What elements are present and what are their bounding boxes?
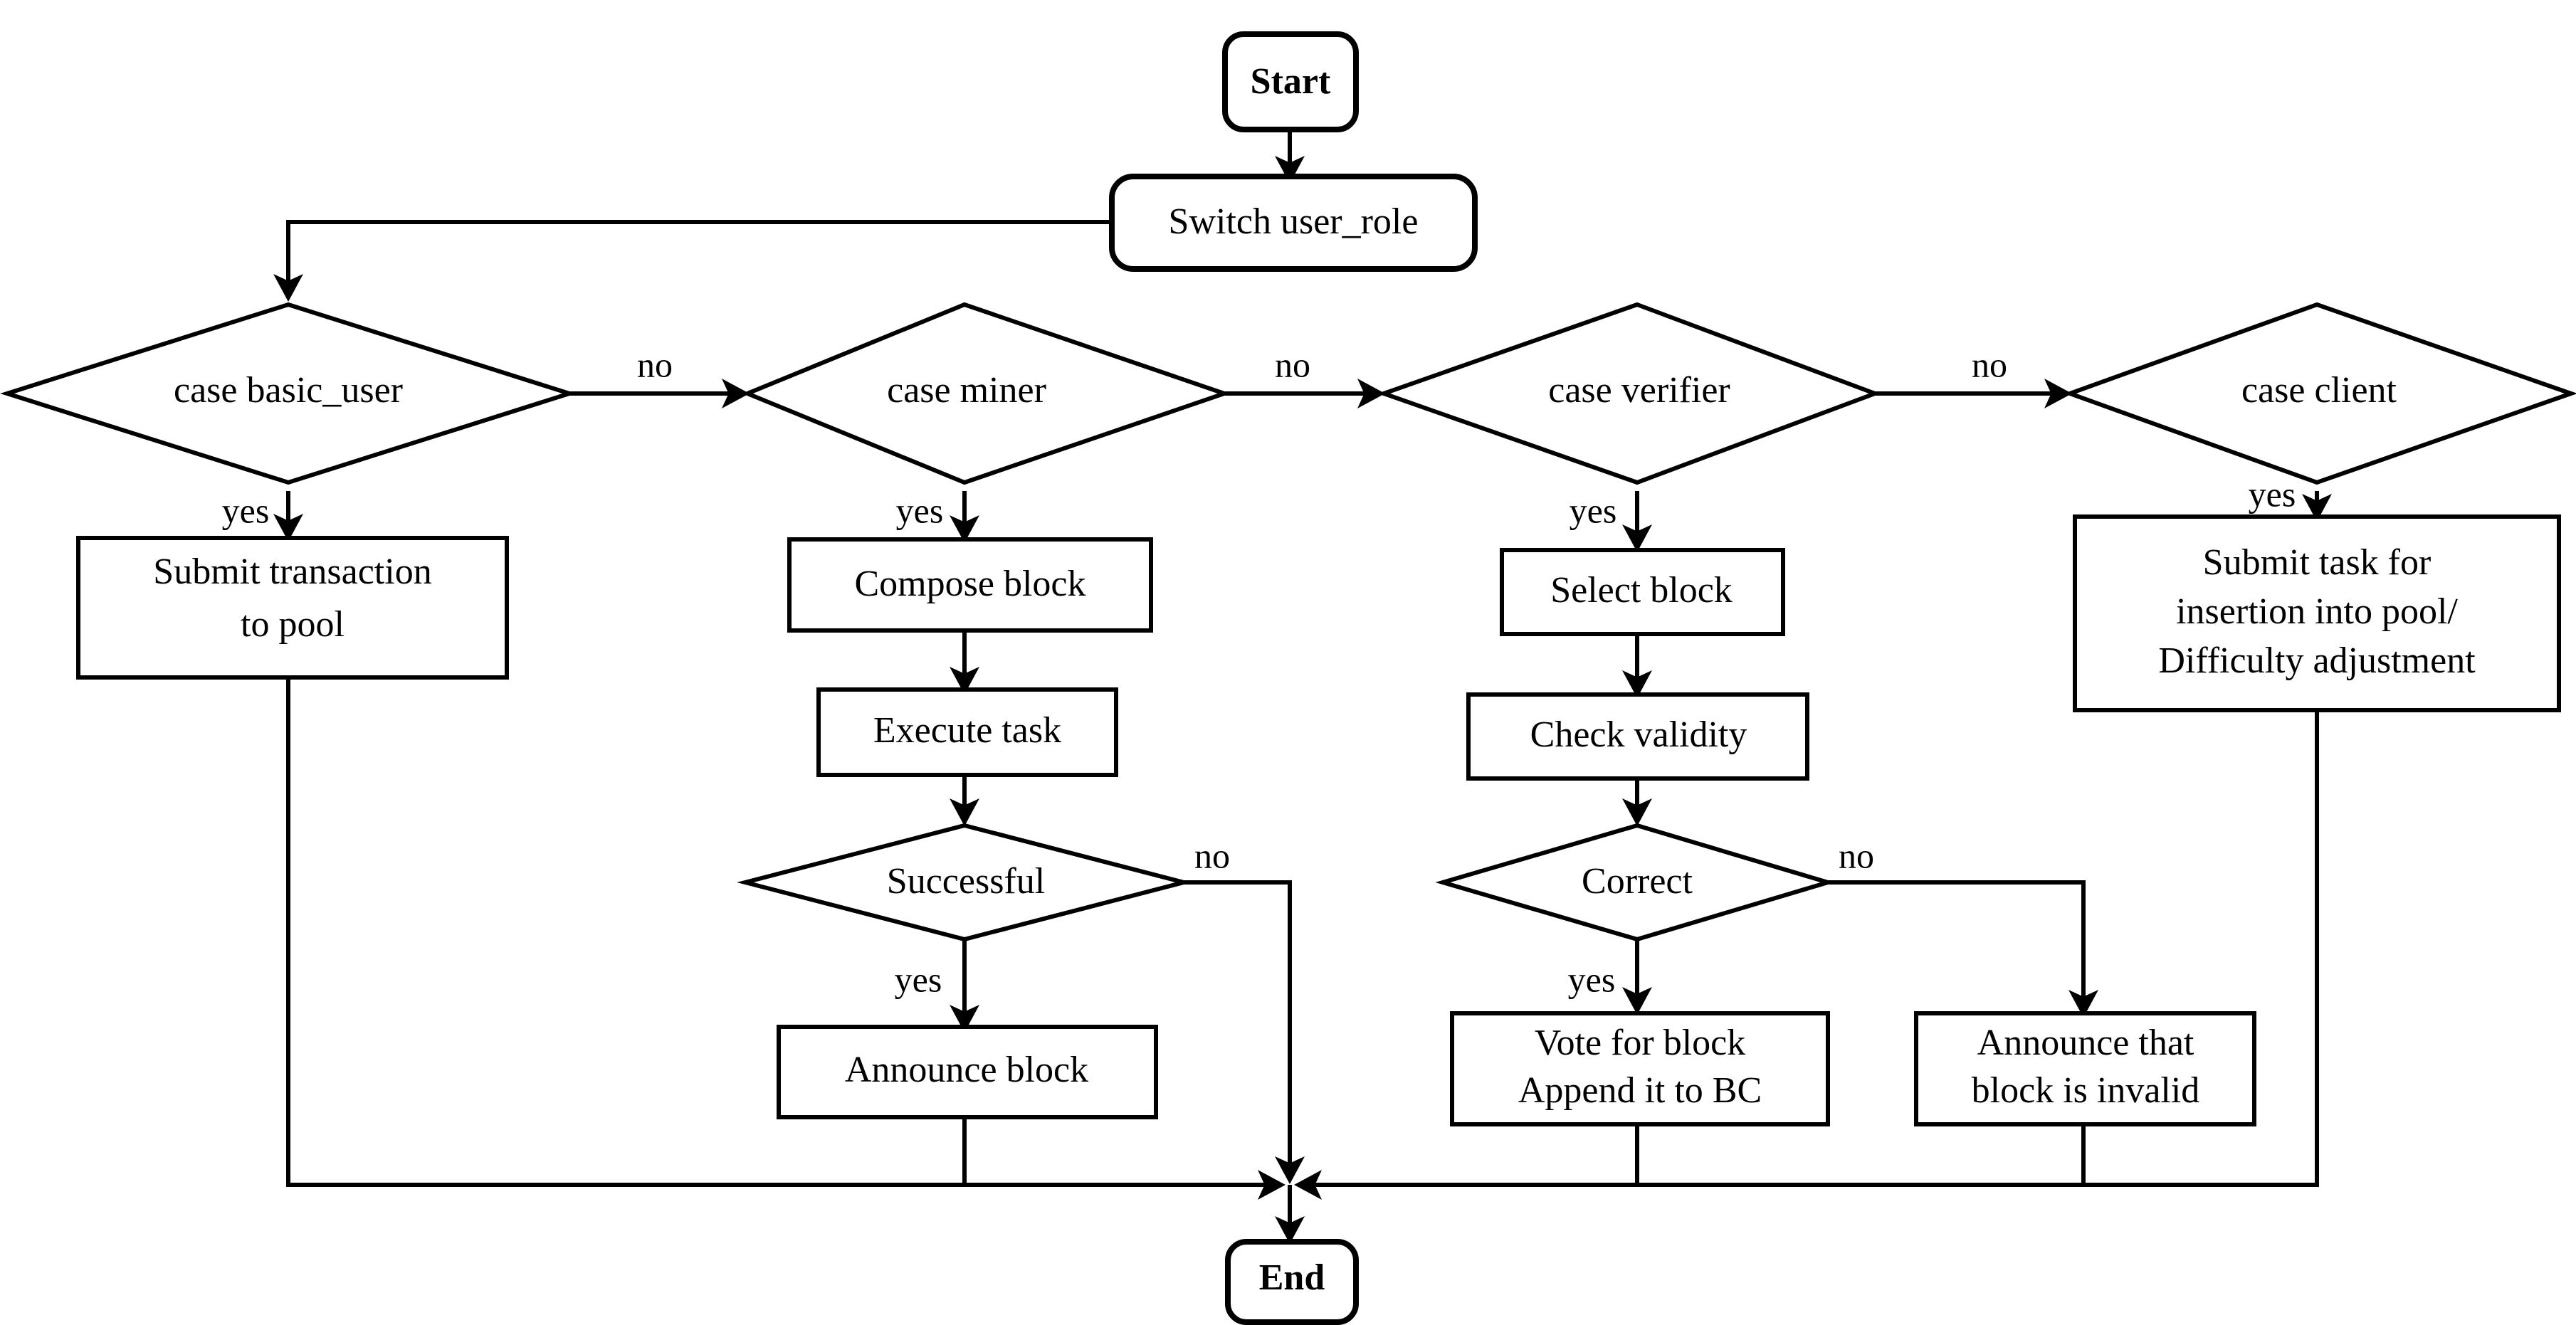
check-validity-label: Check validity bbox=[1530, 714, 1747, 755]
node-switch-user-role[interactable]: Switch user_role bbox=[1109, 174, 1478, 272]
submit-transaction-shape bbox=[76, 536, 509, 680]
check-validity-shape bbox=[1466, 692, 1809, 781]
execute-task-label: Execute task bbox=[873, 710, 1061, 751]
switch-label-plain: Switch bbox=[1169, 201, 1281, 242]
announce-invalid-line-1: Announce that bbox=[1977, 1023, 2194, 1063]
node-case-client[interactable]: case client bbox=[2064, 302, 2576, 485]
vote-for-block-shape bbox=[1450, 1011, 1830, 1126]
case-client-label: case client bbox=[2241, 370, 2397, 411]
node-case-verifier[interactable]: case verifier bbox=[1377, 302, 1881, 485]
case-verifier-italic: verifier bbox=[1621, 370, 1730, 411]
edge-label-basic-user-no: no bbox=[637, 344, 673, 384]
submit-transaction-line-2: to pool bbox=[241, 604, 345, 645]
edge-submit-task-to-bottom-bus bbox=[1294, 712, 2319, 1200]
vote-for-block-line-1: Vote for block bbox=[1535, 1023, 1746, 1063]
switch-label: Switch user_role bbox=[1169, 201, 1419, 242]
submit-task-line-3: Difficulty adjustment bbox=[2158, 640, 2476, 681]
node-select-block[interactable]: Select block bbox=[1500, 548, 1785, 636]
node-execute-task[interactable]: Execute task bbox=[816, 687, 1118, 777]
announce-invalid-line-2: block is invalid bbox=[1972, 1070, 2200, 1111]
start-shape bbox=[1222, 31, 1359, 132]
submit-task-shape bbox=[2073, 514, 2561, 712]
node-correct[interactable]: Correct bbox=[1435, 823, 1836, 942]
node-start[interactable]: Start bbox=[1222, 31, 1359, 132]
case-verifier-label: case verifier bbox=[1548, 370, 1730, 411]
node-end[interactable]: End bbox=[1225, 1239, 1359, 1325]
edge-label-verifier-no: no bbox=[1972, 344, 2007, 384]
node-announce-block[interactable]: Announce block bbox=[777, 1025, 1158, 1119]
edge-label-miner-no: no bbox=[1275, 344, 1310, 384]
compose-block-shape bbox=[787, 537, 1153, 633]
edge-correct-no-to-announce-invalid bbox=[1828, 880, 2098, 1018]
start-label: Start bbox=[1251, 61, 1331, 102]
edge-label-basic-user-yes: yes bbox=[222, 490, 270, 530]
correct-label: Correct bbox=[1582, 861, 1693, 902]
edge-label-verifier-yes: yes bbox=[1570, 490, 1617, 530]
case-basic-user-shape bbox=[0, 302, 577, 485]
successful-shape bbox=[737, 823, 1192, 942]
node-submit-task[interactable]: Submit task for insertion into pool/ Dif… bbox=[2073, 514, 2561, 712]
case-miner-plain: case bbox=[887, 370, 960, 411]
case-basic-user-italic: basic_user bbox=[247, 370, 403, 411]
node-announce-invalid[interactable]: Announce that block is invalid bbox=[1914, 1011, 2256, 1126]
end-shape bbox=[1225, 1239, 1359, 1325]
node-submit-transaction[interactable]: Submit transaction to pool bbox=[76, 536, 509, 680]
announce-block-shape bbox=[777, 1025, 1158, 1119]
case-verifier-plain: case bbox=[1548, 370, 1621, 411]
case-miner-label: case miner bbox=[887, 370, 1046, 411]
case-client-italic: client bbox=[2314, 370, 2397, 411]
edge-label-client-yes: yes bbox=[2249, 474, 2296, 514]
select-block-shape bbox=[1500, 548, 1785, 636]
case-miner-italic: miner bbox=[960, 370, 1046, 411]
switch-shape bbox=[1109, 174, 1478, 272]
node-case-basic-user[interactable]: case basic_user bbox=[0, 302, 577, 485]
submit-task-line-1: Submit task for bbox=[2203, 542, 2432, 583]
edge-switch-to-basic-user bbox=[273, 220, 1112, 302]
case-verifier-shape bbox=[1377, 302, 1881, 485]
edge-label-successful-yes: yes bbox=[895, 959, 942, 999]
execute-task-shape bbox=[816, 687, 1118, 777]
edge-label-successful-no: no bbox=[1194, 835, 1230, 875]
node-vote-for-block[interactable]: Vote for block Append it to BC bbox=[1450, 1011, 1830, 1126]
case-client-plain: case bbox=[2241, 370, 2314, 411]
select-block-label: Select block bbox=[1550, 570, 1733, 611]
node-check-validity[interactable]: Check validity bbox=[1466, 692, 1809, 781]
submit-transaction-line-1: Submit transaction bbox=[153, 551, 431, 592]
correct-shape bbox=[1435, 823, 1836, 942]
edge-label-correct-yes: yes bbox=[1568, 959, 1616, 999]
successful-label: Successful bbox=[887, 861, 1045, 902]
node-compose-block[interactable]: Compose block bbox=[787, 537, 1153, 633]
end-label: End bbox=[1259, 1257, 1325, 1298]
vote-for-block-line-2: Append it to BC bbox=[1518, 1070, 1762, 1111]
edge-successful-no-to-end bbox=[1184, 880, 1305, 1184]
submit-task-line-2: insertion into pool/ bbox=[2176, 591, 2458, 632]
case-basic-user-label: case basic_user bbox=[174, 370, 403, 411]
announce-invalid-shape bbox=[1914, 1011, 2256, 1126]
compose-block-label: Compose block bbox=[855, 564, 1086, 604]
edge-submit-transaction-to-bottom-bus bbox=[286, 676, 1286, 1200]
case-miner-shape bbox=[742, 302, 1231, 485]
case-client-shape bbox=[2064, 302, 2576, 485]
edge-label-correct-no: no bbox=[1839, 835, 1874, 875]
announce-block-label: Announce block bbox=[845, 1050, 1088, 1090]
node-successful[interactable]: Successful bbox=[737, 823, 1192, 942]
switch-label-italic: user_role bbox=[1281, 201, 1418, 242]
case-basic-user-plain: case bbox=[174, 370, 246, 411]
edge-label-miner-yes: yes bbox=[896, 490, 944, 530]
node-case-miner[interactable]: case miner bbox=[742, 302, 1231, 485]
